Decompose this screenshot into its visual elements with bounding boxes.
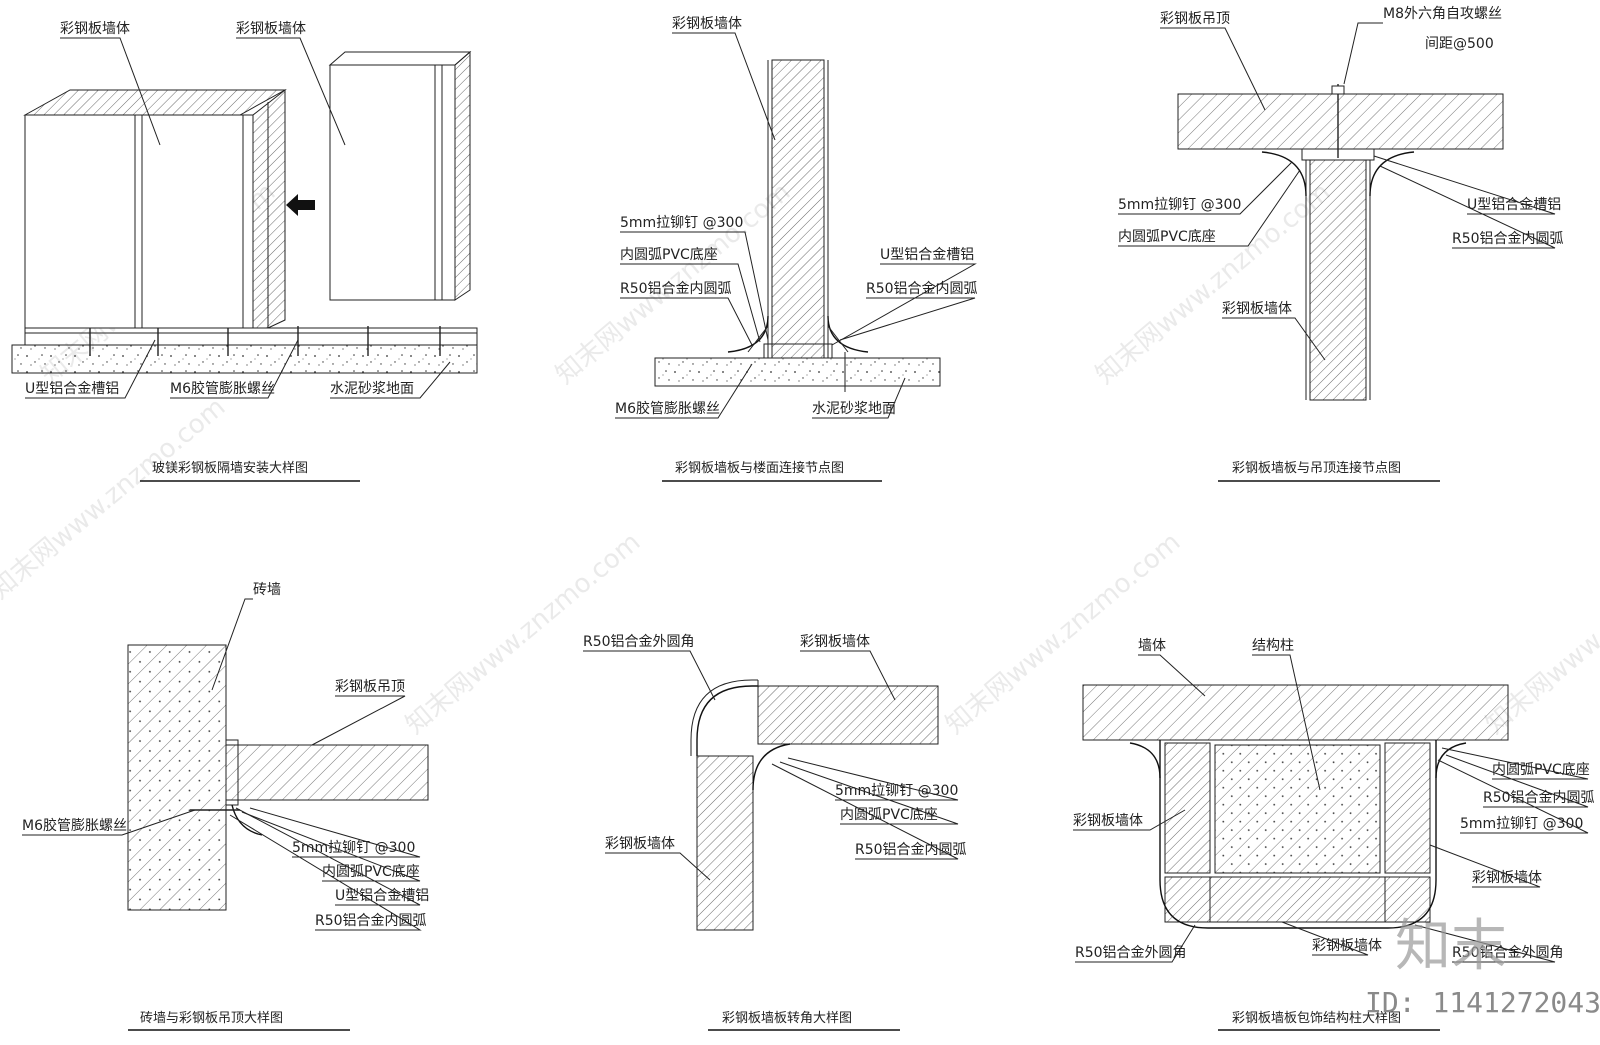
label-ceiling-panel: 彩钢板吊顶 — [335, 679, 405, 695]
panel-wall-floor-joint: 彩钢板墙体 5mm拉铆钉 @300 内圆弧PVC底座 R50铝合金内圆弧 U型铝… — [615, 16, 978, 482]
label-r50-outer-corner-right: R50铝合金外圆角 — [1452, 945, 1564, 961]
label-panel-wall: 彩钢板墙体 — [672, 16, 742, 32]
label-pvc-base: 内圆弧PVC底座 — [840, 807, 938, 823]
panel-column-wrap: 墙体 结构柱 内圆弧PVC底座 R50铝合金内圆弧 彩钢板墙体 5mm拉铆钉 @… — [1073, 638, 1595, 1031]
panel-title: 彩钢板墙板转角大样图 — [722, 1011, 852, 1026]
panel-title: 玻镁彩钢板隔墙安装大样图 — [152, 461, 308, 476]
label-panel-wall-right: 彩钢板墙体 — [1472, 870, 1542, 886]
label-rivet: 5mm拉铆钉 @300 — [835, 783, 958, 799]
label-panel-wall-2: 彩钢板墙体 — [236, 21, 306, 37]
label-ceiling-panel: 彩钢板吊顶 — [1160, 11, 1230, 27]
panel-title: 彩钢板墙板与吊顶连接节点图 — [1232, 460, 1401, 476]
label-rivet: 5mm拉铆钉 @300 — [620, 215, 743, 231]
label-r50-outer-corner-left: R50铝合金外圆角 — [1075, 945, 1187, 961]
label-m6-bolt: M6胶管膨胀螺丝 — [170, 380, 275, 397]
anchor-bolts — [89, 326, 441, 356]
label-panel-wall-1: 彩钢板墙体 — [60, 21, 130, 37]
label-u-channel: U型铝合金槽铝 — [25, 381, 119, 397]
label-panel-wall-left: 彩钢板墙体 — [1073, 813, 1143, 829]
panel-title: 彩钢板墙板与楼面连接节点图 — [675, 460, 844, 476]
label-rivet: 5mm拉铆钉 @300 — [292, 840, 415, 856]
label-pvc-base: 内圆弧PVC底座 — [1492, 762, 1590, 778]
label-mortar-floor: 水泥砂浆地面 — [812, 401, 896, 417]
label-pvc-base: 内圆弧PVC底座 — [322, 864, 420, 880]
label-wall-body: 墙体 — [1138, 638, 1166, 654]
label-panel-wall-bottom: 彩钢板墙体 — [1312, 938, 1382, 954]
label-r50-inner-arc-right: R50铝合金内圆弧 — [866, 281, 978, 297]
label-r50-inner-arc: R50铝合金内圆弧 — [855, 842, 967, 858]
panel-wall-corner: R50铝合金外圆角 彩钢板墙体 5mm拉铆钉 @300 内圆弧PVC底座 彩钢板… — [583, 634, 967, 1031]
label-m6-bolt: M6胶管膨胀螺丝 — [22, 817, 127, 834]
label-r50-inner-arc: R50铝合金内圆弧 — [315, 913, 427, 929]
label-brick-wall: 砖墙 — [253, 582, 281, 598]
label-rivet: 5mm拉铆钉 @300 — [1118, 197, 1241, 213]
brand-overlay: 知末 ID: 1141272043 — [1365, 914, 1600, 1019]
label-rivet: 5mm拉铆钉 @300 — [1460, 816, 1583, 832]
panel-partition-install: 彩钢板墙体 彩钢板墙体 U型铝合金槽铝 M6胶管膨胀螺丝 水泥砂浆地面 玻镁彩钢… — [11, 21, 478, 482]
label-u-channel: U型铝合金槽铝 — [1467, 197, 1561, 213]
label-m6-bolt: M6胶管膨胀螺丝 — [615, 400, 720, 417]
label-structural-column: 结构柱 — [1252, 638, 1294, 654]
label-panel-wall-horizontal: 彩钢板墙体 — [800, 634, 870, 650]
label-r50-inner-arc-left: R50铝合金内圆弧 — [620, 281, 732, 297]
label-u-channel: U型铝合金槽铝 — [335, 888, 429, 904]
arrow-left-icon — [286, 194, 315, 216]
brand-logo: 知末 — [1395, 914, 1507, 979]
watermark-text: 知末网www.znzmo.com — [0, 392, 231, 605]
label-spacing: 间距@500 — [1425, 36, 1494, 52]
image-id: ID: 1141272043 — [1365, 986, 1600, 1019]
panel-title: 彩钢板墙板包饰结构柱大样图 — [1232, 1011, 1401, 1026]
label-mortar-floor: 水泥砂浆地面 — [330, 381, 414, 397]
panel-brick-ceiling: 砖墙 彩钢板吊顶 M6胶管膨胀螺丝 5mm拉铆钉 @300 内圆弧PVC底座 U… — [22, 582, 429, 1031]
label-m8-screw: M8外六角自攻螺丝 — [1383, 6, 1502, 22]
label-pvc-base: 内圆弧PVC底座 — [620, 247, 718, 263]
label-pvc-base: 内圆弧PVC底座 — [1118, 229, 1216, 245]
label-r50-outer-corner: R50铝合金外圆角 — [583, 634, 695, 650]
panel-wall-ceiling-joint: 彩钢板吊顶 M8外六角自攻螺丝 间距@500 5mm拉铆钉 @300 内圆弧PV… — [1118, 6, 1564, 482]
panel-title: 砖墙与彩钢板吊顶大样图 — [140, 1011, 283, 1026]
label-r50-inner-arc: R50铝合金内圆弧 — [1452, 231, 1564, 247]
label-panel-wall: 彩钢板墙体 — [1222, 301, 1292, 317]
label-u-channel: U型铝合金槽铝 — [880, 247, 974, 263]
label-r50-inner-arc: R50铝合金内圆弧 — [1483, 790, 1595, 806]
label-panel-wall-vertical: 彩钢板墙体 — [605, 836, 675, 852]
